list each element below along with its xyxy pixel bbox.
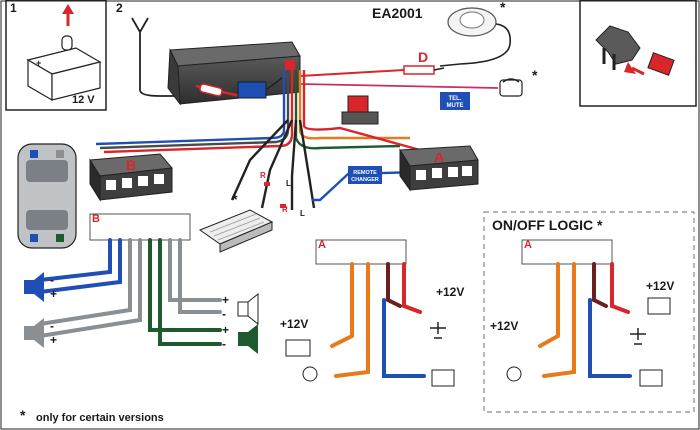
speaker-right-bottom-icon: + - [222,323,258,354]
step-number-2: 2 [116,1,123,15]
wire-bundle [95,70,421,210]
connector-d-letter: D [418,49,428,65]
left-bot-minus: - [50,319,54,333]
mid-speaker-icon [431,369,455,387]
connector-a: A [399,145,479,192]
arrow-left-icon [624,62,636,74]
connector-inset [579,0,697,107]
right-bot-minus: - [222,337,226,351]
step-number-1: 1 [10,1,17,15]
connector-d [299,65,445,77]
footnote-asterisk: * [20,407,26,423]
resistor-tag-3: R [282,205,288,214]
middle-red-connector [341,95,379,125]
pinout-a-mid-plus12-right: +12V [436,285,464,299]
ea2001-asterisk: * [500,0,506,15]
fuse-holder [195,77,283,99]
left-top-minus: - [50,273,54,287]
left-top-plus: + [50,287,57,301]
connector-b: B [89,153,173,202]
remote-line2: CHANGER [351,177,379,183]
fader-asterisk: * [232,191,238,207]
mid-ground-icon [430,322,446,339]
pinout-a-mid-plus12-left: +12V [280,317,308,331]
footnote-text: only for certain versions [36,412,164,424]
tel-mute-line1: TEL. [449,96,462,102]
tel-mute-line2: MUTE [447,103,464,109]
remote-line1: REMOTE [353,170,377,176]
right-top-minus: - [222,307,226,321]
right-top-plus: + [222,293,229,307]
telephone-group: * [299,67,538,97]
pinout-a-mid: A +12V +12V [280,239,464,387]
mid-lamp-icon [302,366,318,382]
connector-a-letter: A [434,149,444,165]
telephone-asterisk: * [532,67,538,83]
fader-module: * R L R L [198,171,305,253]
battery-icon: + [26,35,102,102]
antenna-icon [131,17,176,97]
speaker-left-bottom-icon: - + [24,318,57,348]
arrow-up-icon-head [62,4,74,14]
remote-changer-label: REMOTE CHANGER [348,166,382,184]
head-unit-socket [285,60,295,70]
connector-b-letter: B [126,157,136,173]
logic-title: ON/OFF LOGIC * [492,217,603,233]
ea2001-unit: EA2001 * [372,0,512,67]
battery-voltage-label: 12 V [72,94,95,106]
svg-text:+: + [36,58,41,68]
logic-ground-icon [630,328,646,345]
logic-lamp-icon [506,366,522,382]
car-icon [17,143,77,249]
pinout-b-letter: B [92,213,100,225]
tel-mute-label: TEL. MUTE [440,92,470,110]
resistor-tag-2: L [286,179,291,188]
ea2001-code: EA2001 [372,5,423,21]
left-bot-plus: + [50,333,57,347]
logic-plus12-top: +12V [646,279,674,293]
battery-panel: 1 + 12 V [5,0,107,111]
antenna-group: 2 [116,1,176,97]
resistor-tag-4: L [300,209,305,218]
logic-plus12-left: +12V [490,319,518,333]
pinout-b: B [38,213,222,346]
speaker-left-top-icon: - + [24,272,57,302]
pinout-a-mid-letter: A [318,239,326,251]
logic-speaker-icon [639,369,663,387]
logic-battery-icon [647,297,671,315]
right-bot-plus: + [222,323,229,337]
logic-letter: A [524,239,532,251]
mid-battery-icon [285,339,311,357]
telephone-icon [499,79,523,97]
speaker-right-top-icon: + - [222,292,259,326]
logic-panel: ON/OFF LOGIC * A +12V +12V [483,211,695,413]
resistor-tag-1: R [260,171,266,180]
